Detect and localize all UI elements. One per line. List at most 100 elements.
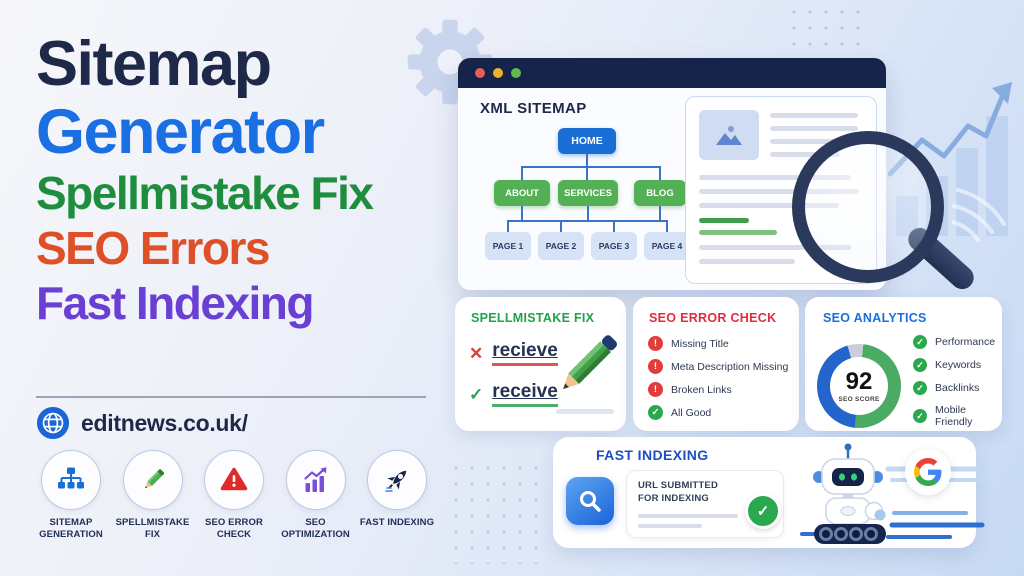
tree-connector [521, 206, 523, 220]
tree-connector [586, 154, 588, 166]
headline-sitemap: Sitemap [36, 29, 272, 99]
feature-seo-error-check: SEO ERROR CHECK [195, 450, 273, 542]
wrong-spelling-row: ✕ recieve [469, 340, 626, 366]
error-item-label: Meta Description Missing [671, 360, 789, 373]
image-placeholder [699, 110, 759, 160]
tree-connector [521, 166, 661, 168]
text-line [699, 175, 851, 180]
tree-node-services: SERVICES [558, 180, 618, 206]
error-list: ! Missing Title ! Meta Description Missi… [648, 336, 799, 420]
site-url-row: editnews.co.uk/ [36, 406, 248, 440]
globe-icon [36, 406, 70, 440]
headline-block: Sitemap Generator Spellmistake Fix SEO E… [36, 29, 374, 332]
seo-score-label: SEO SCORE [838, 395, 880, 403]
donut-center: 92 SEO SCORE [830, 357, 888, 415]
text-line [699, 245, 851, 250]
feature-circle [122, 450, 183, 510]
text-line [770, 139, 858, 144]
headline-seo-errors: SEO Errors [36, 222, 270, 275]
cross-icon: ✕ [469, 343, 484, 363]
check-icon: ✓ [913, 409, 927, 423]
seo-error-check-card: SEO ERROR CHECK ! Missing Title ! Meta D… [633, 297, 799, 431]
tree-node-about: ABOUT [494, 180, 550, 206]
seo-analytics-card: SEO ANALYTICS 92 SEO SCORE ✓ Performance… [805, 297, 1002, 431]
error-icon: ! [648, 382, 663, 397]
feature-label: SEO OPTIMIZATION [281, 517, 350, 541]
analytics-card-title: SEO ANALYTICS [823, 311, 927, 325]
analytics-item-label: Performance [935, 336, 996, 348]
feature-seo-optimization: SEO OPTIMIZATION [277, 450, 355, 542]
text-line [770, 126, 858, 131]
analytics-list: ✓ Performance ✓ Keywords ✓ Backlinks ✓ M… [913, 335, 1002, 437]
error-item: ! Broken Links [648, 382, 799, 397]
pencil-icon [144, 469, 164, 489]
spellmistake-fix-card: SPELLMISTAKE FIX ✕ recieve ✓ receive [455, 297, 626, 431]
headline-generator: Generator [36, 97, 325, 168]
feature-label: SITEMAP GENERATION [39, 517, 103, 541]
tree-node-home: HOME [558, 128, 616, 154]
sitemap-icon [58, 467, 84, 489]
feature-circle [367, 450, 427, 510]
url-submitted-panel: URL SUBMITTED FOR INDEXING ✓ [626, 470, 784, 538]
headline-fast-indexing: Fast Indexing [36, 277, 314, 330]
tree-node-page4: PAGE 4 [644, 232, 690, 260]
feature-fast-indexing: FAST INDEXING [358, 450, 436, 542]
error-item-label: Missing Title [671, 337, 729, 350]
search-button-icon [566, 477, 614, 525]
pencil-illustration [556, 335, 617, 414]
check-icon: ✓ [648, 405, 663, 420]
error-item-label: All Good [671, 406, 712, 419]
tree-connector [507, 220, 668, 222]
check-icon: ✓ [913, 381, 927, 395]
error-item-label: Broken Links [671, 383, 732, 396]
highlight-line-green [699, 230, 777, 235]
analytics-item: ✓ Performance [913, 335, 1002, 349]
feature-circle [204, 450, 264, 510]
xml-sitemap-heading: XML SITEMAP [480, 100, 587, 117]
google-g-icon [914, 458, 942, 486]
tree-node-blog: BLOG [634, 180, 686, 206]
window-minimize-dot [493, 68, 503, 78]
window-maximize-dot [511, 68, 521, 78]
feature-sitemap-generation: SITEMAP GENERATION [32, 450, 110, 542]
feature-spellmistake-fix: SPELLMISTAKE FIX [114, 450, 192, 542]
analytics-body: 92 SEO SCORE ✓ Performance ✓ Keywords ✓ … [817, 335, 1002, 437]
magnifying-glass-icon [792, 131, 944, 283]
tree-node-page1: PAGE 1 [485, 232, 531, 260]
tree-connector [587, 206, 589, 220]
tree-node-page3: PAGE 3 [591, 232, 637, 260]
all-good-item: ✓ All Good [648, 405, 799, 420]
crawler-robot-illustration [800, 443, 986, 544]
dot-grid-decoration-top [786, 4, 870, 56]
analytics-item-label: Backlinks [935, 382, 980, 394]
error-item: ! Meta Description Missing [648, 359, 799, 374]
magnifier-glyph [580, 491, 601, 512]
analytics-item: ✓ Mobile Friendly [913, 404, 1002, 428]
browser-title-bar [458, 58, 886, 88]
success-check-icon: ✓ [745, 493, 781, 529]
analytics-item-label: Keywords [935, 359, 982, 371]
analytics-item: ✓ Keywords [913, 358, 1002, 372]
status-line-1: URL SUBMITTED [638, 480, 719, 491]
tree-connector [613, 220, 615, 232]
text-line [770, 152, 840, 157]
error-item: ! Missing Title [648, 336, 799, 351]
seo-score-donut-chart: 92 SEO SCORE [817, 344, 901, 428]
seo-bar-chart-icon [303, 467, 326, 492]
tree-connector [507, 220, 509, 232]
analytics-item: ✓ Backlinks [913, 381, 1002, 395]
text-line [699, 259, 795, 264]
divider-line [36, 396, 426, 398]
text-line [770, 113, 858, 118]
feature-circle [285, 450, 346, 510]
dot-grid-decoration-bottom [448, 460, 548, 564]
error-icon: ! [648, 359, 663, 374]
url-submitted-text: URL SUBMITTED FOR INDEXING [638, 479, 718, 506]
text-line [699, 189, 859, 194]
warning-icon [220, 467, 248, 491]
photo-icon [716, 126, 742, 145]
tree-connector [659, 206, 661, 220]
text-line [699, 203, 839, 208]
site-url: editnews.co.uk/ [81, 409, 248, 436]
